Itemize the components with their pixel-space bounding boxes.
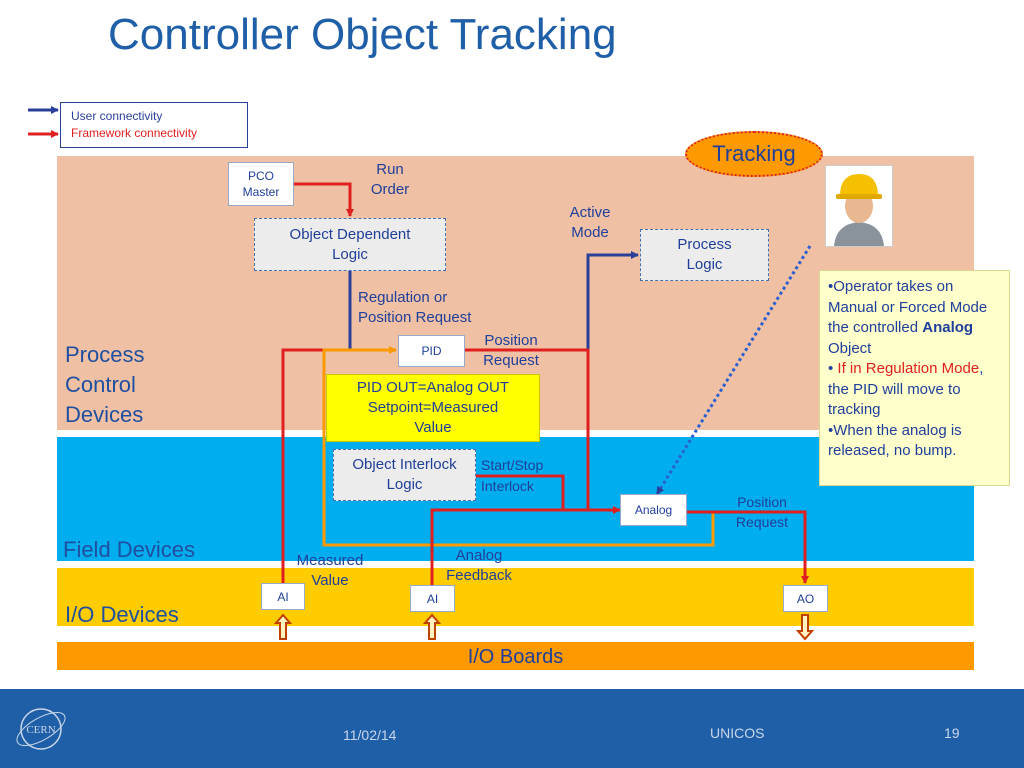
note-line-1-end: Object: [828, 339, 872, 357]
ai1-up-arrow: [273, 613, 293, 640]
measured-value-line: [281, 348, 323, 585]
io-boards-label: I/O Boards: [467, 646, 564, 668]
process-control-label: Process Control Devices: [65, 342, 145, 427]
interlock-line: [476, 474, 565, 510]
footer-bar: [0, 689, 1024, 768]
cern-logo: CERN: [12, 700, 70, 758]
run-order-arrow: [294, 182, 354, 217]
footer-center: UNICOS: [710, 725, 765, 741]
operator-dotted-arrow: [655, 245, 812, 495]
measured-value-label: Measured Value: [296, 552, 364, 589]
operator-note: •Operator takes on Manual or Forced Mode…: [819, 270, 1010, 486]
pco-master-box: PCO Master: [228, 162, 294, 206]
active-mode-label: Active Mode: [569, 204, 611, 241]
note-analog-bold: Analog: [922, 319, 974, 336]
note-line-2-end: , the PID will move to tracking: [828, 360, 984, 418]
analog-box: Analog: [620, 494, 687, 526]
cern-logo-text: CERN: [26, 724, 55, 736]
note-line-1: •Operator takes on Manual or Forced Mode…: [828, 278, 988, 336]
ao-down-arrow: [795, 614, 815, 641]
analog-to-ao-arrow: [687, 510, 809, 584]
legend: User connectivity Framework connectivity: [60, 102, 248, 148]
ai2-up-arrow: [422, 613, 442, 640]
field-devices-label: Field Devices: [63, 537, 196, 562]
active-mode-arrow: [586, 251, 639, 505]
ao-box: AO: [783, 585, 828, 612]
object-interlock-logic-box: Object Interlock Logic: [333, 449, 476, 501]
start-stop-interlock-label: Start/Stop Interlock: [481, 457, 544, 494]
page-title: Controller Object Tracking: [108, 10, 617, 59]
footer-date: 11/02/14: [343, 727, 397, 743]
io-devices-label: I/O Devices: [65, 602, 179, 627]
position-request-label-1: Position Request: [483, 332, 539, 369]
process-logic-box: Process Logic: [640, 229, 769, 281]
note-regulation-mode: If in Regulation Mode: [837, 360, 980, 377]
run-order-label: Run Order: [370, 161, 410, 198]
legend-user: User connectivity: [71, 109, 163, 123]
ai-box-1: AI: [261, 583, 305, 610]
position-request-label-2: Position Request: [735, 494, 789, 530]
regulation-label: Regulation or Position Request: [358, 289, 472, 326]
pid-box: PID: [398, 335, 465, 367]
note-bullet-2: •: [828, 360, 838, 377]
pid-equation-note: PID OUT=Analog OUT Setpoint=Measured Val…: [326, 374, 540, 442]
ai-box-2: AI: [410, 585, 455, 612]
io-boards-band: [57, 642, 974, 670]
note-line-3: •When the analog is released, no bump.: [828, 421, 962, 460]
footer-page-number: 19: [944, 725, 960, 741]
pid-to-analog-arrow: [465, 348, 621, 514]
object-dependent-logic-box: Object Dependent Logic: [254, 218, 446, 271]
tracking-label: Tracking: [685, 131, 823, 177]
operator-icon: [825, 165, 893, 247]
analog-feedback-line: [430, 508, 588, 585]
analog-feedback-label: Analog Feedback: [446, 547, 512, 584]
legend-framework: Framework connectivity: [71, 126, 198, 140]
